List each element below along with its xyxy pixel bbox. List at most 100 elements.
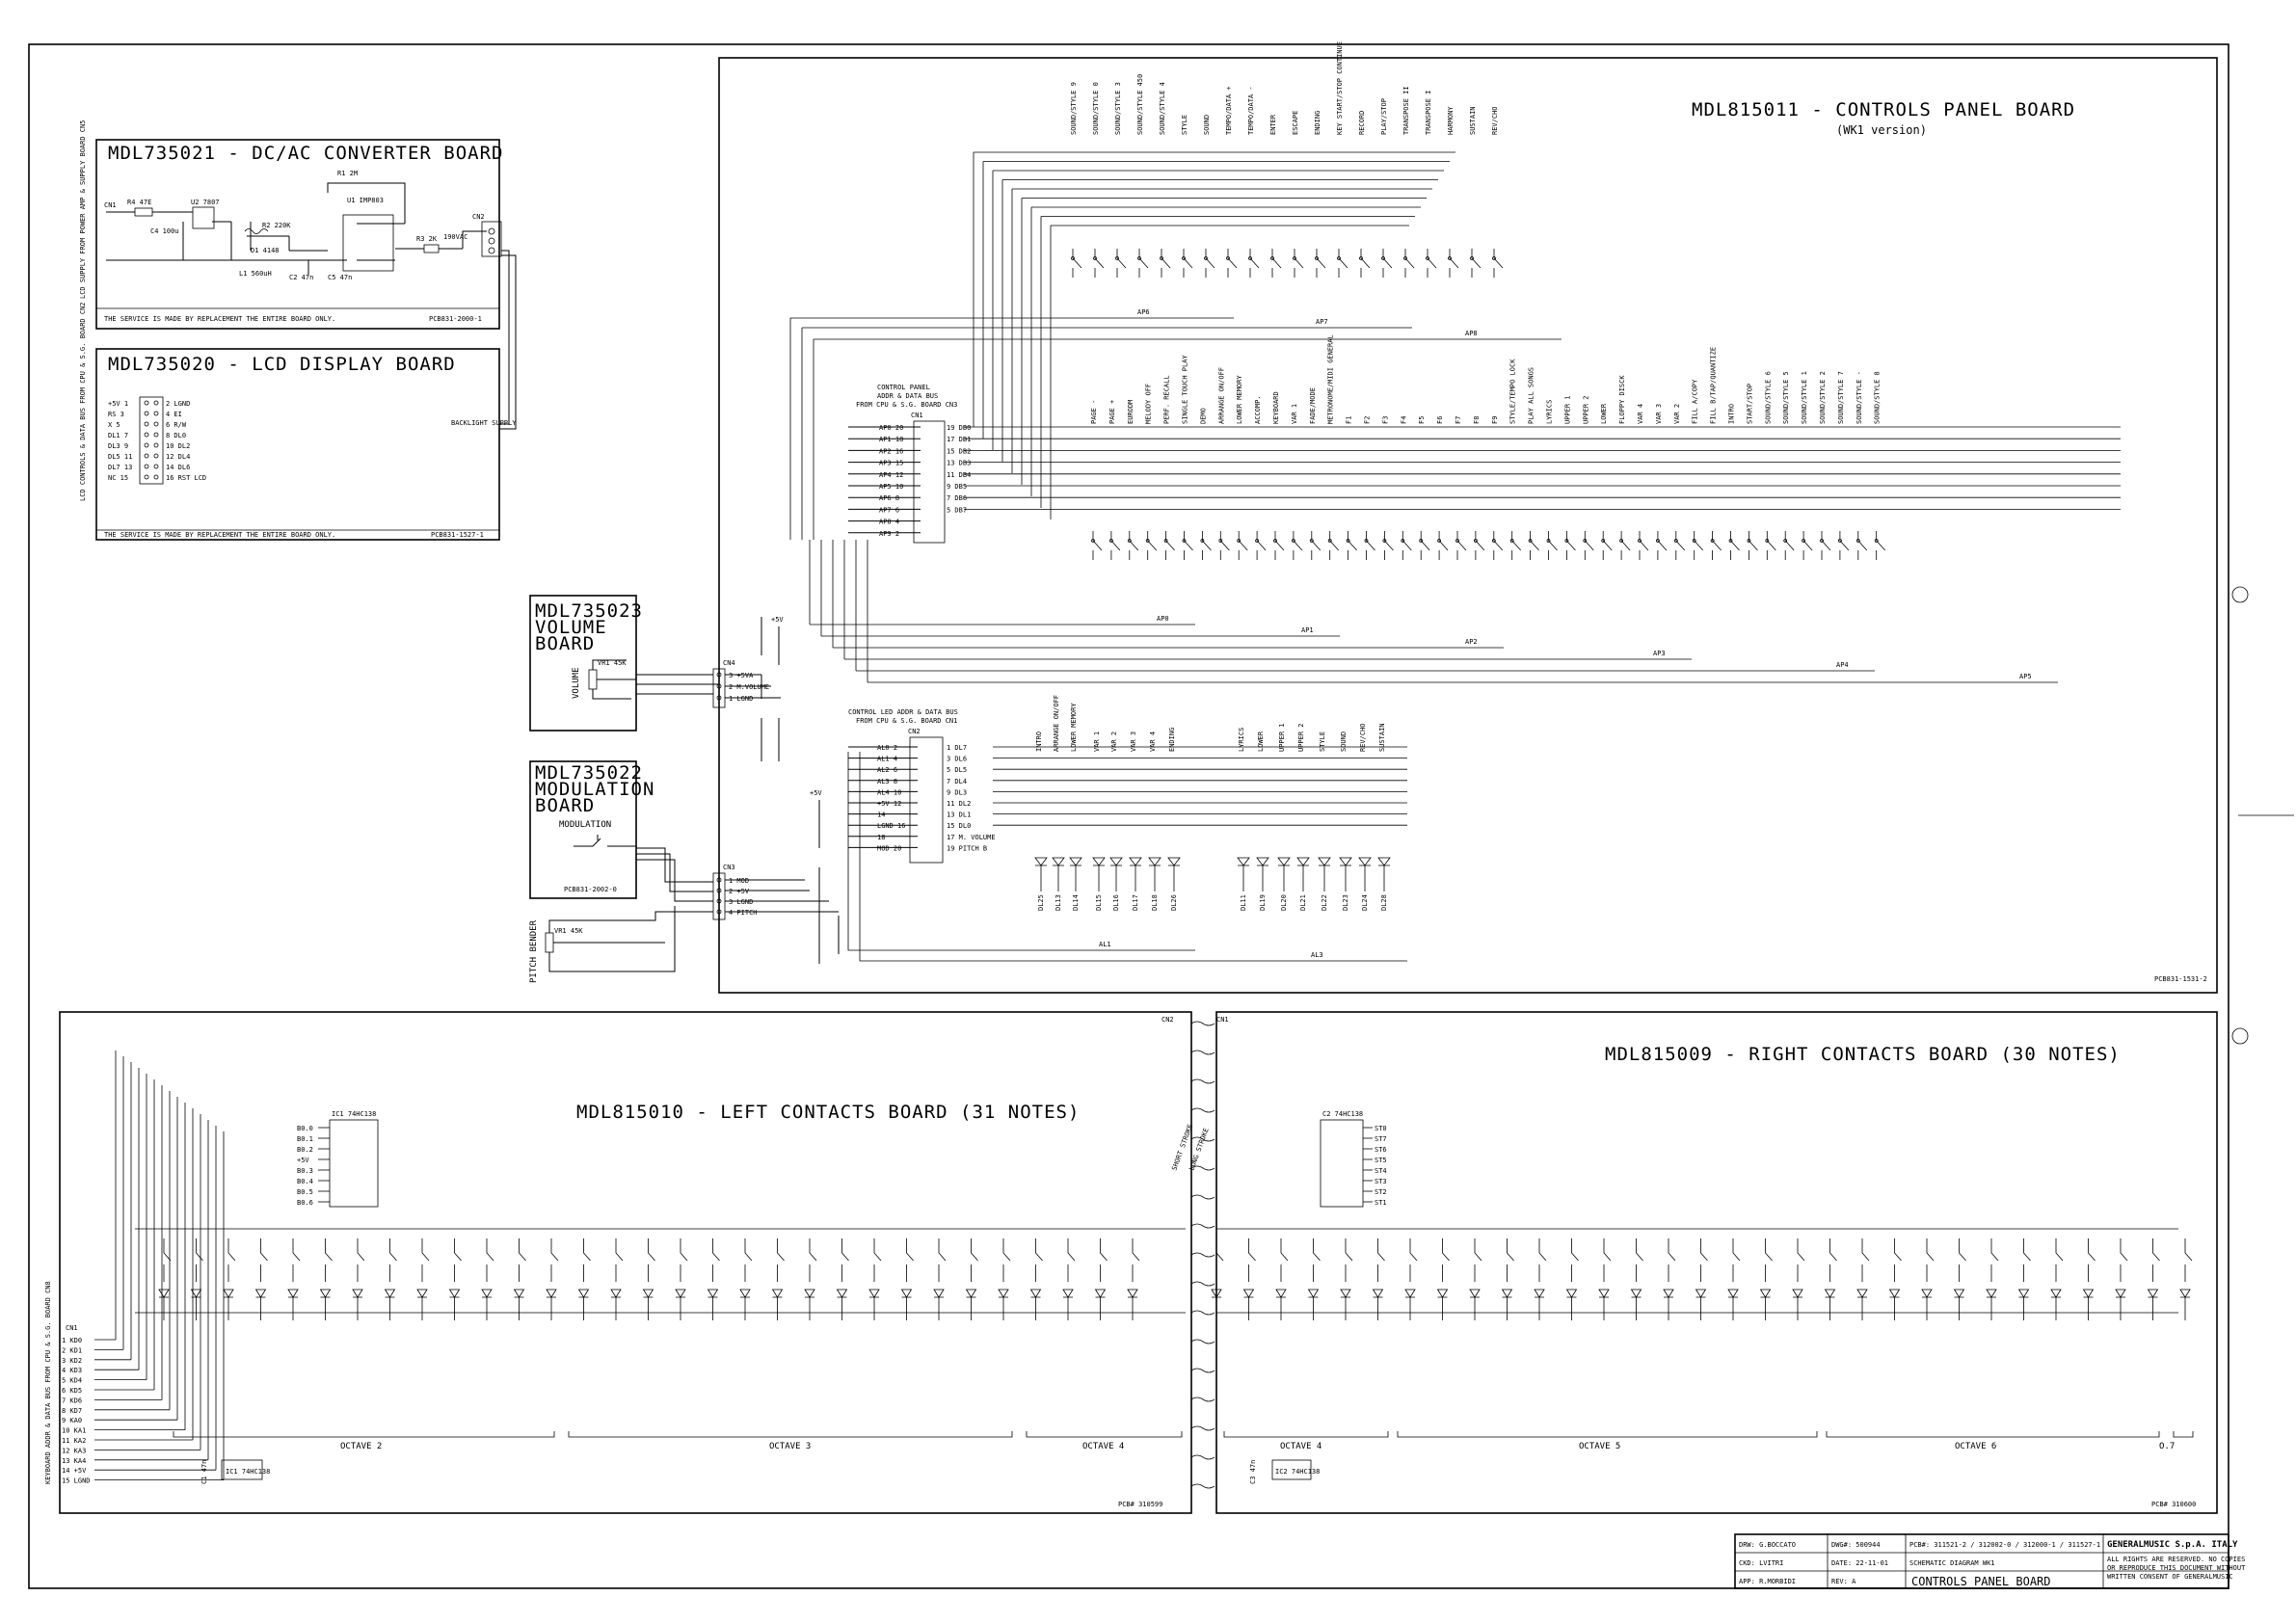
key-contact [190, 1238, 203, 1320]
punch-hole-top [2231, 586, 2249, 603]
key-contact [1888, 1238, 1902, 1320]
ap-row2-4: AP4 [1836, 661, 1849, 669]
modulation-cn: CN3 [723, 864, 735, 871]
mid-switch-switch-dot [1273, 539, 1277, 543]
right-ic-out-3: ST5 [1375, 1157, 1387, 1164]
top-switch-switch-dot [1426, 256, 1429, 260]
mid-switch-label-17: F4 [1400, 416, 1407, 424]
mid-switch-switch [1639, 531, 1649, 560]
led-ref-10: DL20 [1280, 894, 1288, 911]
left-ic-in-3: +5V [297, 1157, 309, 1164]
ap-row2-2: AP2 [1465, 638, 1478, 646]
mid-switch-label-10: KEYBOARD [1272, 391, 1280, 424]
mid-switch-switch-dot [1419, 539, 1424, 543]
left-bus-pin-9: 10 KA1 [62, 1427, 86, 1435]
led-symbol [1339, 857, 1352, 891]
mid-switch-switch-dot [1583, 539, 1588, 543]
mid-switch-label-39: SOUND/STYLE 1 [1801, 371, 1808, 424]
mid-switch-switch [1802, 531, 1813, 560]
bus2-left-3: AL3 8 [877, 778, 897, 785]
top-switch-switch [1271, 249, 1282, 278]
cable-joint [1190, 1136, 1215, 1142]
left-bus-pin-10: 11 KA2 [62, 1437, 86, 1445]
mid-switch-label-16: F3 [1381, 416, 1389, 424]
left-bus-pin-0: 1 KD0 [62, 1337, 82, 1344]
tb-rights-3: WRITTEN CONSENT OF GENERALMUSIC [2107, 1573, 2233, 1581]
mid-switch-label-26: UPPER 1 [1563, 395, 1571, 424]
lcd-pin-dot [153, 400, 159, 406]
cable-joint [1190, 1078, 1215, 1084]
bus1-left-3: AP3 15 [879, 460, 903, 467]
mid-switch-label-19: F6 [1436, 416, 1444, 424]
key-contact [1534, 1238, 1547, 1320]
top-switch-switch [1316, 249, 1326, 278]
key-contact [610, 1238, 624, 1320]
mid-switch-switch-dot [1474, 539, 1478, 543]
left-ic-in-6: B0.5 [297, 1188, 313, 1196]
converter-part-4: U1 IMP803 [347, 197, 384, 204]
right-ic-out-2: ST6 [1375, 1146, 1387, 1154]
mid-switch-switch-dot [1401, 539, 1405, 543]
mid-switch-switch-dot [1564, 539, 1569, 543]
left-ic-in-1: B0.1 [297, 1135, 313, 1143]
lcd-title: MDL735020 - LCD DISPLAY BOARD [108, 354, 456, 375]
volume-title-2: VOLUME [535, 617, 607, 638]
right-ic-out-0: ST0 [1375, 1125, 1387, 1132]
lcd-pin-dot [144, 421, 149, 427]
lcd-left-pin-3: DL1 7 [108, 432, 128, 439]
top-switch-switch [1449, 249, 1459, 278]
led-symbol [1034, 857, 1048, 891]
top-switch-switch-dot [1115, 256, 1119, 260]
left-bus-pin-2: 3 KD2 [62, 1357, 82, 1365]
left-bus-pin-14: 15 LGND [62, 1477, 91, 1485]
bus2-left-4: AL4 10 [877, 788, 901, 796]
bus1-left-1: AP1 18 [879, 436, 903, 443]
mid-switch-label-24: PLAY ALL SONGS [1528, 367, 1535, 424]
lcd-pin-dot [153, 411, 159, 416]
converter-part-9: 190VAC [443, 233, 467, 241]
modulation-pin-2: 3 LGND [729, 898, 753, 906]
cable-joint [1190, 1021, 1215, 1026]
led-symbol [1237, 857, 1250, 891]
led-label-3: VAR 1 [1093, 732, 1101, 752]
lcd-left-pin-0: +5V 1 [108, 400, 128, 408]
modulation-pcb: PCB831-2002-0 [564, 886, 617, 893]
top-switch-label-0: SOUND/STYLE 9 [1070, 82, 1078, 135]
bus2-right-1: 3 DL6 [947, 756, 967, 763]
converter-part-11: C5 47n [328, 274, 352, 281]
led-symbol [1129, 857, 1142, 891]
bus2-right-3: 7 DL4 [947, 778, 967, 785]
converter-board: MDL735021 - DC/AC CONVERTER BOARD LCD SU… [79, 120, 503, 330]
bus1-left-6: AP6 8 [879, 494, 899, 502]
plus5v-label-2: +5V [810, 789, 822, 797]
left-cn1: CN1 [66, 1324, 78, 1332]
converter-part-3: R1 2M [337, 170, 358, 177]
left-ic-in-7: B0.6 [297, 1199, 313, 1207]
left-decoder-ic [329, 1119, 379, 1208]
top-switch-label-19: REV/CHO [1491, 106, 1499, 135]
key-contact [481, 1238, 494, 1320]
led-ref-13: DL23 [1342, 894, 1349, 911]
mid-switch-label-6: DEMO [1199, 408, 1207, 424]
key-contact [771, 1238, 785, 1320]
left-pcb: PCB# 310599 [1118, 1501, 1162, 1508]
converter-part-2: C4 100u [150, 227, 179, 235]
led-ref-9: DL19 [1259, 894, 1267, 911]
bus1-left-2: AP2 16 [879, 447, 903, 455]
key-contact [1953, 1238, 1966, 1320]
right-pcb: PCB# 310600 [2151, 1501, 2196, 1508]
cable-joint [1190, 1281, 1215, 1287]
mid-switch-switch-dot [1145, 539, 1150, 543]
tb-rev: REV: A [1831, 1578, 1856, 1585]
bus1-right-1: 17 DB1 [947, 436, 971, 443]
right-ic-out-5: ST3 [1375, 1178, 1387, 1185]
left-ic-in-5: B0.4 [297, 1178, 313, 1185]
al-line [847, 752, 1195, 951]
key-contact [1094, 1238, 1108, 1320]
mid-switch-switch-dot [1765, 539, 1770, 543]
controls-board: MDL815011 - CONTROLS PANEL BOARD (WK1 ve… [718, 41, 2218, 994]
converter-part-7: L1 560uH [239, 270, 272, 278]
mid-switch-switch [1202, 531, 1212, 560]
